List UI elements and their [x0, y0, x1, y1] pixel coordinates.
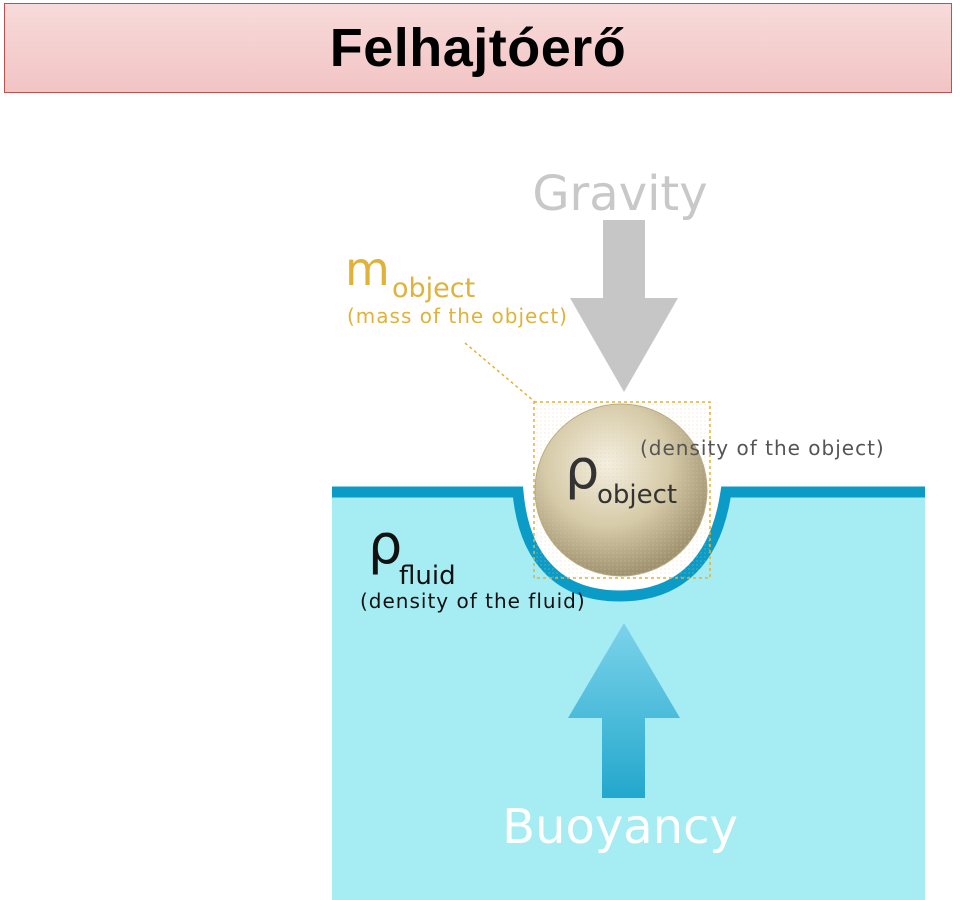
- fluid-density-caption: (density of the fluid): [360, 589, 586, 613]
- mass-caption: (mass of the object): [347, 304, 568, 328]
- buoyancy-arrow-icon: [568, 623, 680, 798]
- mass-leader-line: [464, 342, 536, 403]
- page-title: Felhajtóerő: [329, 18, 627, 78]
- mass-subscript: object: [392, 273, 475, 304]
- object-density-subscript: object: [597, 480, 677, 510]
- object-density-caption: (density of the object): [640, 436, 885, 460]
- title-banner: Felhajtóerő: [4, 3, 952, 93]
- fluid-surface-line: [332, 486, 925, 602]
- fluid-density-subscript: fluid: [399, 561, 456, 591]
- mass-bounding-box: [533, 401, 711, 579]
- mass-symbol: m: [345, 242, 390, 296]
- gravity-label: Gravity: [532, 166, 707, 222]
- fluid-density-symbol: ρ: [368, 513, 402, 576]
- gravity-arrow-icon: [570, 220, 678, 392]
- object-density-symbol: ρ: [565, 438, 599, 501]
- buoyancy-label: Buoyancy: [502, 799, 738, 855]
